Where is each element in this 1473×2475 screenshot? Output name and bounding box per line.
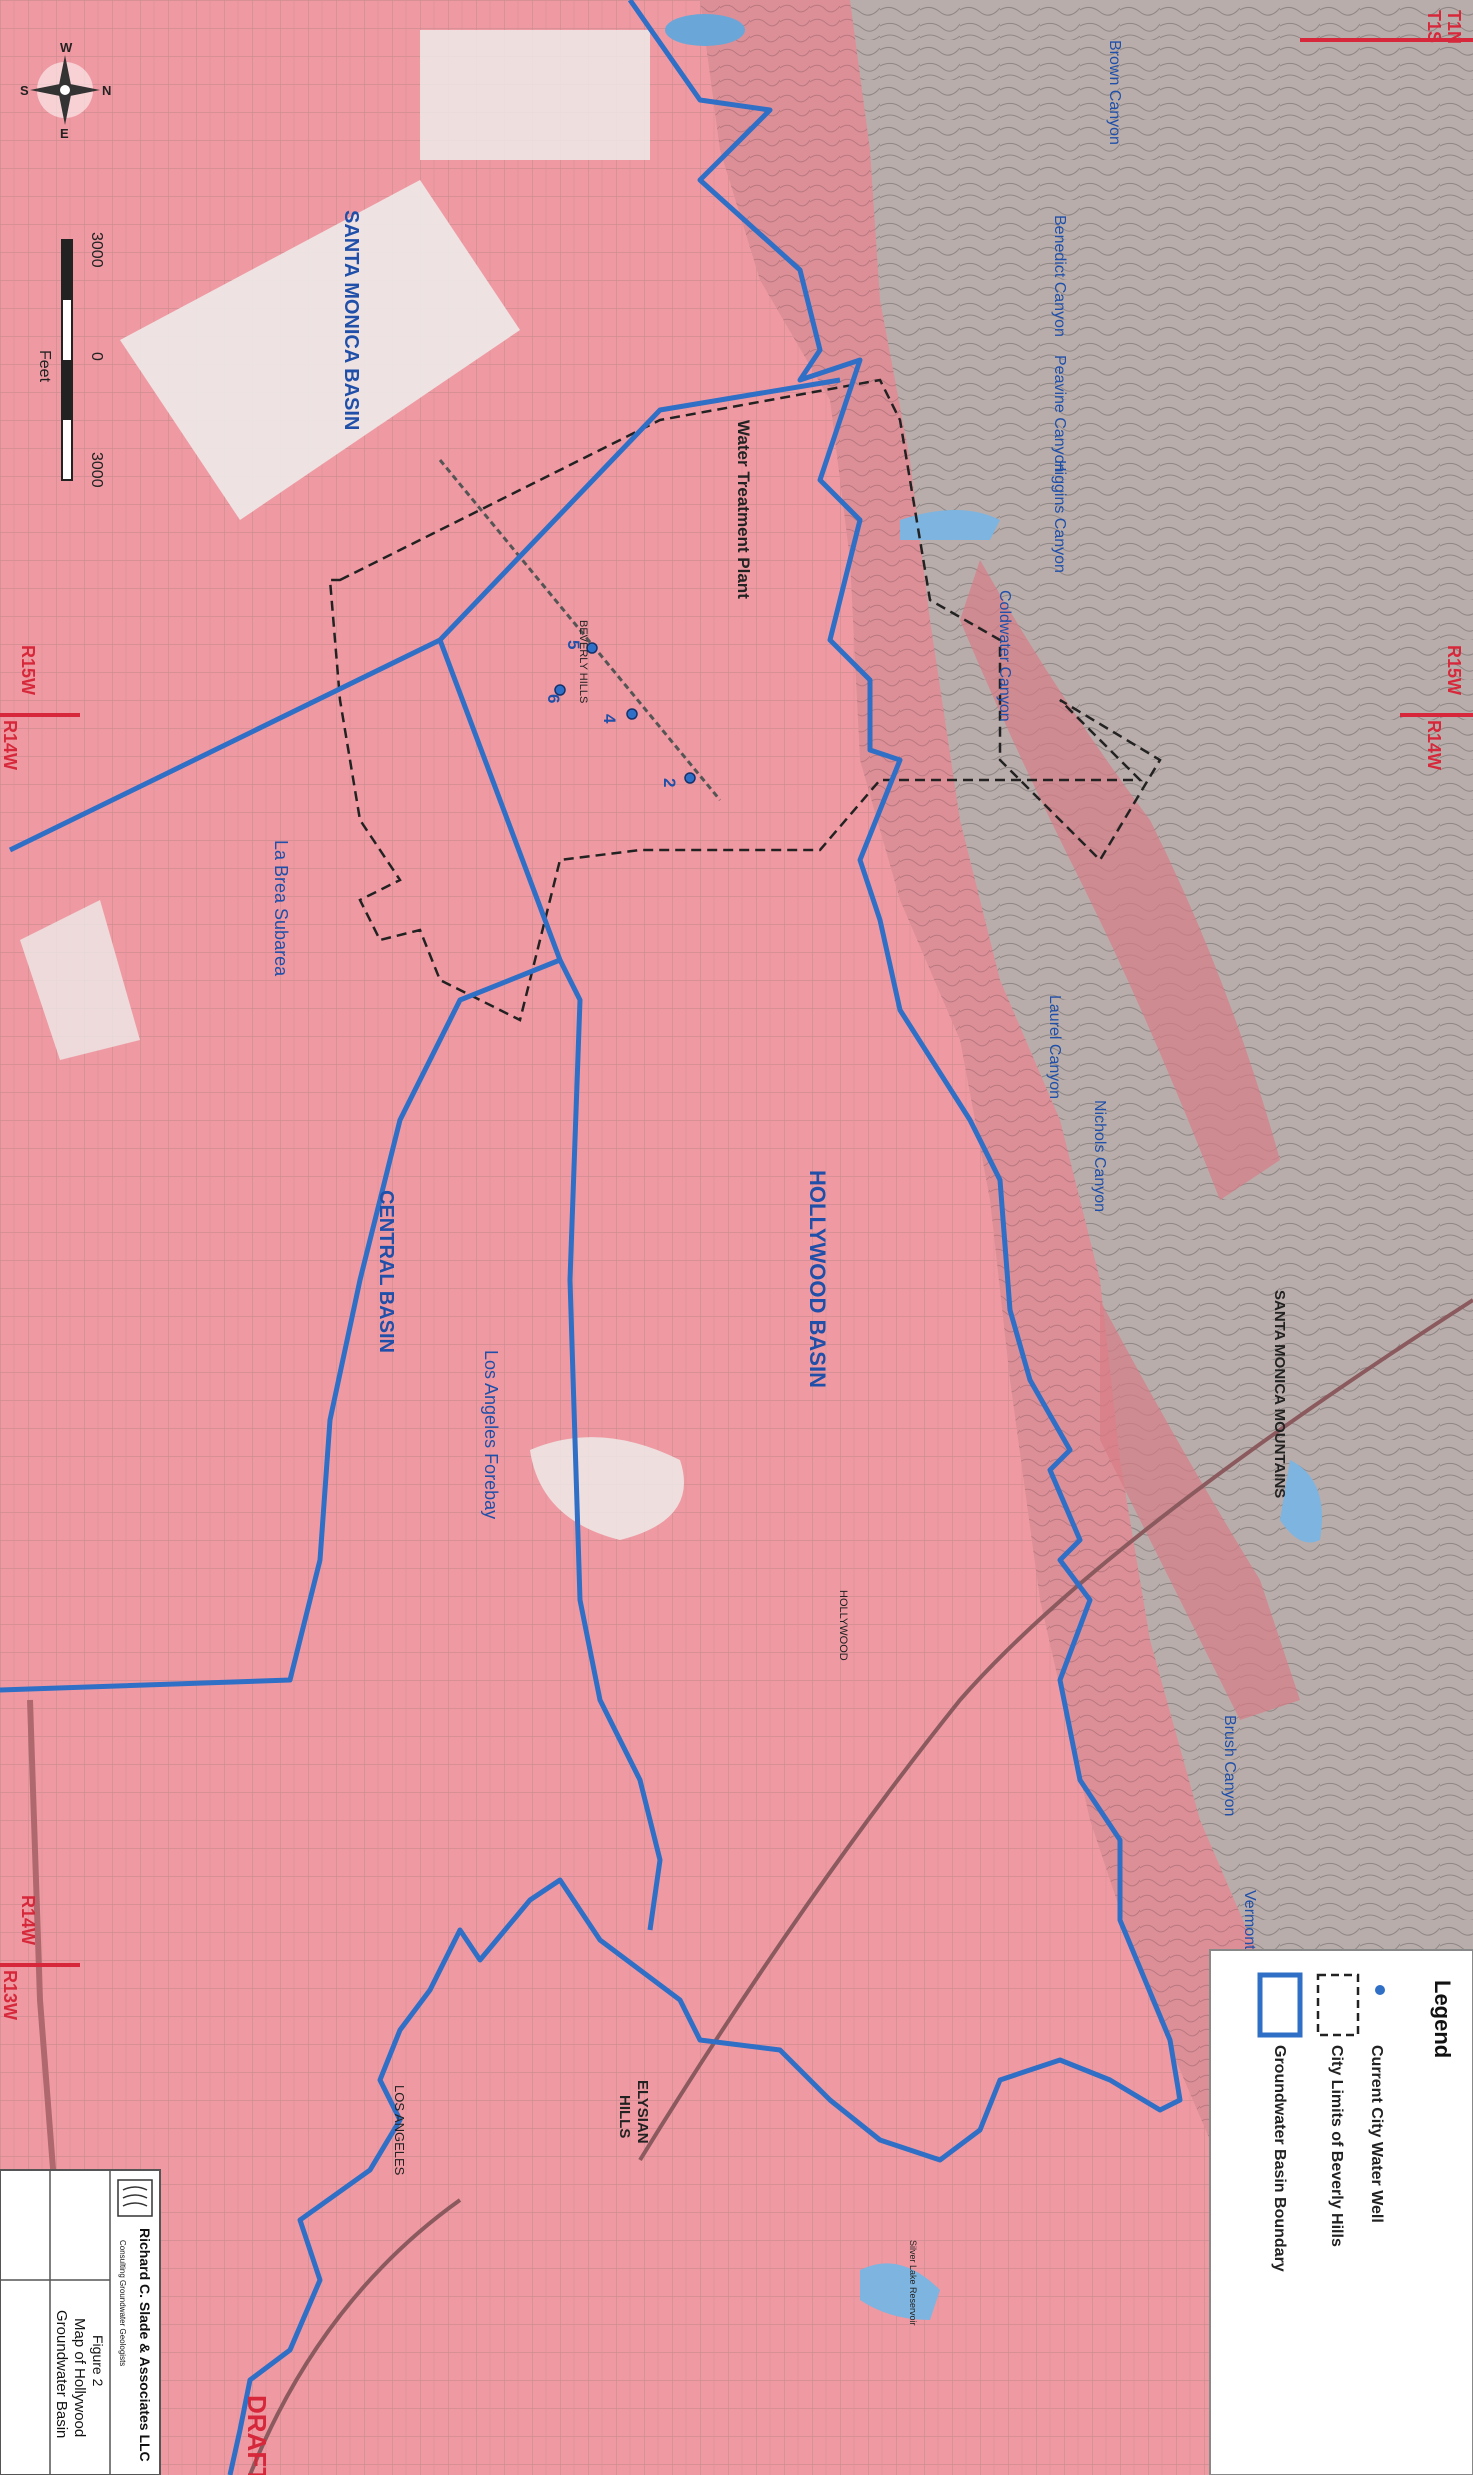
well-label: 6 — [544, 694, 563, 703]
grid-label-r13w: R13W — [0, 1970, 20, 2020]
scale-label-unit: Feet — [36, 350, 53, 383]
legend-item-wells: Current City Water Well — [1368, 2045, 1385, 2223]
hillside-ridge — [960, 560, 1280, 1200]
compass-e: E — [60, 126, 69, 141]
hollywood-basin-north-boundary — [227, 0, 1183, 2475]
label-benedict-canyon: Benedict Canyon — [1051, 215, 1068, 337]
hollywood-central-boundary — [437, 639, 663, 1931]
legend-title: Legend — [1430, 1980, 1455, 2058]
reservoir-upper — [900, 510, 1000, 540]
label-hollywood-basin: HOLLYWOOD BASIN — [805, 1170, 830, 1388]
well-marker — [684, 772, 696, 784]
campus-area-2 — [420, 30, 650, 160]
city-limits-beverly-hills — [328, 378, 1162, 1022]
label-reservoir: Silver Lake Reservoir — [908, 2240, 918, 2326]
grid-label-r14w-west: R14W — [0, 720, 20, 770]
compass-n: N — [102, 83, 111, 98]
legend-well-symbol — [1375, 1985, 1385, 1995]
well-marker — [586, 642, 598, 654]
label-la-forebay: Los Angeles Forebay — [481, 1350, 501, 1519]
label-elysian-hills: HILLS — [616, 2095, 633, 2138]
label-brown-canyon: Brown Canyon — [1106, 40, 1123, 145]
legend: Legend Current City Water Well City Limi… — [1209, 1949, 1473, 2475]
label-hollywood-place: HOLLYWOOD — [837, 1590, 849, 1661]
title-figure: Figure 2 — [90, 2335, 106, 2387]
scale-bar: 3000 0 3000 Feet — [36, 232, 105, 488]
label-coldwater-canyon: Coldwater Canyon — [996, 590, 1013, 722]
water-wells: 2 4 5 6 — [544, 640, 696, 787]
label-los-angeles: LOS ANGELES — [392, 2085, 407, 2176]
label-central-basin: CENTRAL BASIN — [375, 1190, 397, 1353]
santa-monica-blvd — [438, 459, 722, 801]
freeway-hollywood — [638, 1298, 1473, 2162]
silver-lake-reservoir — [860, 2263, 940, 2320]
scale-label-mid: 0 — [88, 352, 105, 361]
label-nichols-canyon: Nichols Canyon — [1091, 1100, 1108, 1212]
title-company-sub: Consulting Groundwater Geologists — [118, 2240, 127, 2366]
compass-s: S — [20, 83, 29, 98]
freeway-downtown — [248, 2198, 462, 2475]
title-map-1: Map of Hollywood — [71, 2318, 88, 2437]
santa-monica-basin-boundary — [8, 377, 841, 853]
grid-label-r15w-west: R15W — [18, 645, 38, 695]
label-la-brea-subarea: La Brea Subarea — [271, 840, 291, 977]
grid-label-r15w: R15W — [1444, 645, 1464, 695]
well-label: 4 — [600, 714, 619, 724]
label-peavine-canyon: Peavine Canyon — [1051, 355, 1068, 472]
label-santa-monica-mountains: SANTA MONICA MOUNTAINS — [1271, 1290, 1288, 1498]
lake-hollywood — [1280, 1460, 1322, 1543]
central-basin-boundary — [0, 957, 561, 1693]
campus-area — [120, 180, 520, 520]
draft-stamp: DRAFT — [242, 2395, 272, 2475]
park-area — [530, 1437, 684, 1540]
scale-label-right: 3000 — [88, 452, 105, 488]
well-marker — [554, 684, 566, 696]
grid-label-t1s: T1S — [1424, 10, 1444, 43]
title-map-2: Groundwater Basin — [53, 2310, 70, 2438]
legend-city-limits-symbol — [1316, 1973, 1360, 2037]
scale-label-left: 3000 — [88, 232, 105, 268]
title-company: Richard C. Slade & Associates LLC — [137, 2228, 153, 2462]
legend-item-basin-boundary: Groundwater Basin Boundary — [1271, 2045, 1288, 2272]
grid-label-r14w-b: R14W — [18, 1895, 38, 1945]
label-santa-monica-basin: SANTA MONICA BASIN — [340, 210, 362, 430]
label-higgins-canyon: Higgins Canyon — [1051, 460, 1068, 573]
label-laurel-canyon: Laurel Canyon — [1046, 995, 1063, 1099]
lake — [665, 14, 745, 46]
grid-label-r14w: R14W — [1424, 720, 1444, 770]
legend-basin-boundary-symbol — [1257, 1972, 1303, 2038]
well-label: 5 — [564, 640, 583, 649]
well-marker — [626, 708, 638, 720]
well-label: 2 — [660, 778, 679, 787]
compass-rose: N S E W — [20, 40, 111, 141]
label-beverly-hills-place: BEVERLY HILLS — [577, 620, 589, 703]
compass-w: W — [60, 40, 73, 55]
hillside-ridge-2 — [1100, 1300, 1300, 1720]
label-water-treatment-plant: Water Treatment Plant — [734, 420, 753, 599]
title-block: Richard C. Slade & Associates LLC Consul… — [0, 2169, 161, 2475]
grid-label-t1n: T1N — [1444, 10, 1464, 44]
label-elysian: ELYSIAN — [634, 2080, 651, 2144]
legend-item-city-limits: City Limits of Beverly Hills — [1328, 2045, 1345, 2247]
open-area — [20, 900, 140, 1060]
label-brush-canyon: Brush Canyon — [1221, 1715, 1238, 1816]
